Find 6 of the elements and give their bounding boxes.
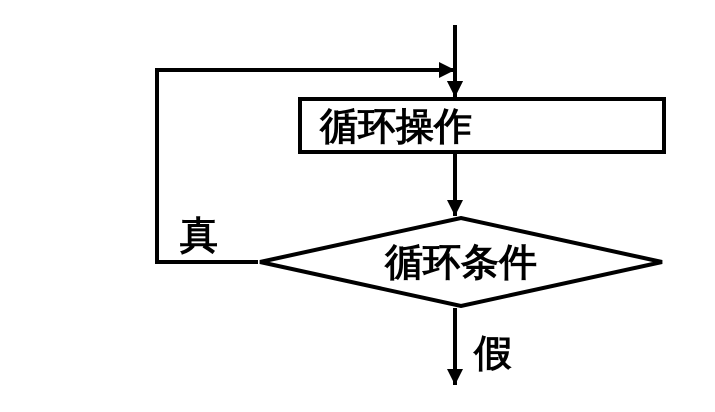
process-box: [298, 97, 666, 154]
edge-label: 假: [474, 334, 512, 372]
node-text: 循环操作: [320, 106, 472, 144]
decision-diamond: [258, 216, 664, 308]
edge-label: 真: [180, 216, 218, 254]
node-text: 循环条件: [385, 243, 537, 281]
